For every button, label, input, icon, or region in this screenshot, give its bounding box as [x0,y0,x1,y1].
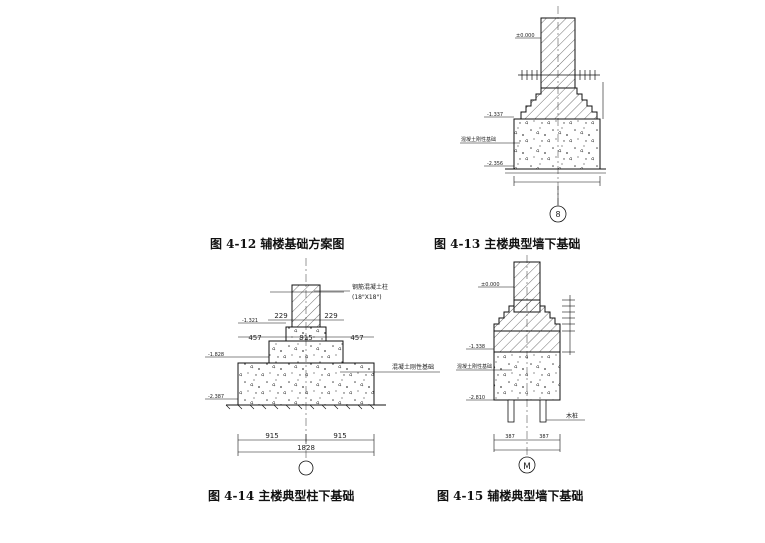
dim-915-center: 915 [299,334,312,342]
dim-right: 387 [539,434,549,440]
dim-915-left: 915 [265,432,278,440]
dim-457-left: 457 [248,334,261,342]
callout-label: 混凝土刚性基础 [461,136,496,143]
axis-bubble [549,205,567,223]
level-1: -1.321 [242,318,258,324]
level-bottom: -2.356 [487,161,503,167]
level-3: -2.387 [208,394,224,400]
caption-fig-4-14: 图 4-14 主楼典型柱下基础 [208,489,355,503]
caption-fig-4-15: 图 4-15 辅楼典型墙下基础 [437,489,584,503]
level-top: ±0.000 [516,33,535,39]
dim-457-right: 457 [350,334,363,342]
axis-label: 8 [555,210,560,219]
level-bottom: -2.810 [469,395,485,401]
level-2: -1.828 [208,352,224,358]
callout-label: 混凝土刚性基础 [392,363,434,371]
dim-left: 387 [505,434,515,440]
level-mid: -1.337 [487,112,503,118]
figure-4-15: ±0.000 -1.338 -2.810 混凝土刚性基础 木桩 387 387 … [456,255,585,474]
dim-229-right: 229 [324,312,337,320]
callout-label: 混凝土刚性基础 [457,363,492,370]
level-mid: -1.338 [469,344,485,350]
column-size: (18"X18") [352,294,382,301]
dim-915-right: 915 [333,432,346,440]
axis-bubble [298,460,314,476]
dim-229-left: 229 [274,312,287,320]
figure-4-13: ±0.000 -1.337 -2.356 混凝土刚性基础 8 [460,6,606,223]
level-top: ±0.000 [481,282,500,288]
dim-total: 1828 [297,444,315,452]
caption-fig-4-12: 图 4-12 辅楼基础方案图 [210,237,345,251]
axis-label: M [523,462,531,472]
pile-label: 木桩 [566,412,578,420]
column-label: 钢筋混凝土柱 [352,283,388,291]
figure-4-14: 229 229 457 915 457 915 915 1828 -1.321 … [205,258,440,476]
axis-bubble [518,456,536,474]
caption-fig-4-13: 图 4-13 主楼典型墙下基础 [434,237,581,251]
